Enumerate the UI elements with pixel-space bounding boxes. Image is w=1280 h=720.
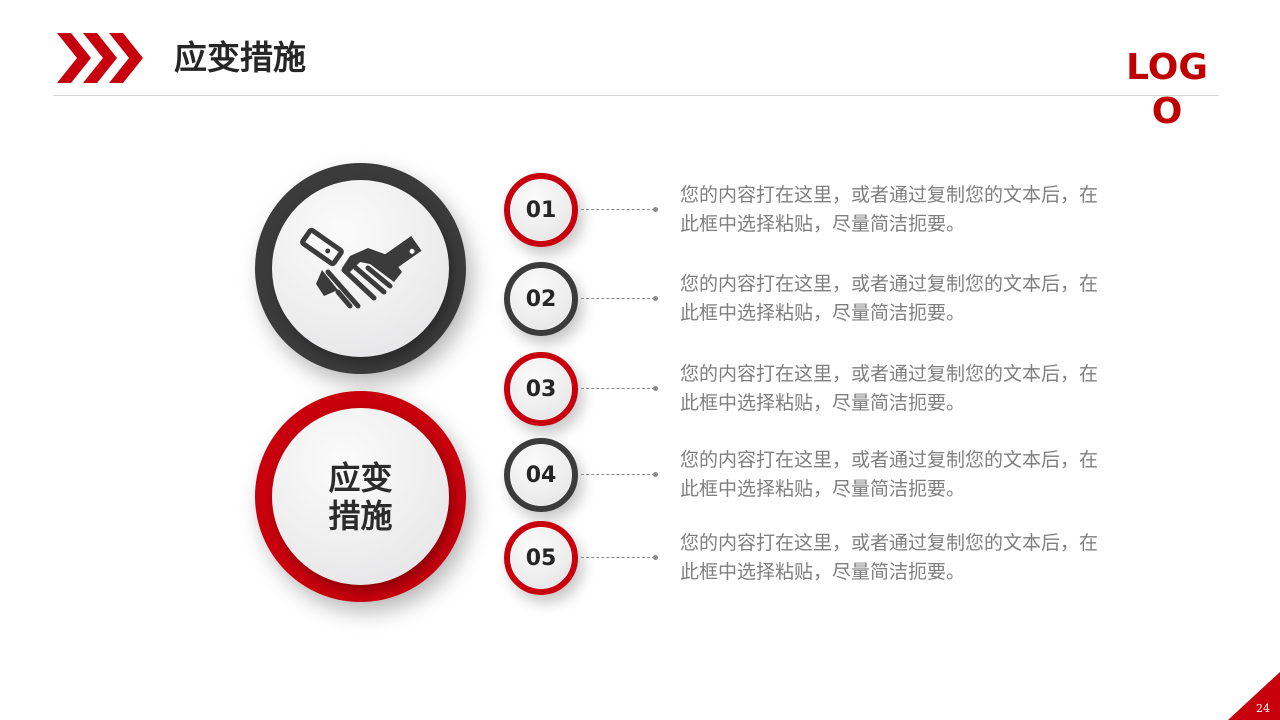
number-badge: 04 <box>504 438 578 512</box>
number-badge: 03 <box>504 352 578 426</box>
item-description: 您的内容打在这里，或者通过复制您的文本后，在此框中选择粘贴，尽量简洁扼要。 <box>680 184 1099 235</box>
connector-dot <box>653 296 658 301</box>
item-description: 您的内容打在这里，或者通过复制您的文本后，在此框中选择粘贴，尽量简洁扼要。 <box>680 273 1099 324</box>
list-item: 04 您的内容打在这里，或者通过复制您的文本后，在此框中选择粘贴，尽量简洁扼要。 <box>504 438 1104 512</box>
item-description: 您的内容打在这里，或者通过复制您的文本后，在此框中选择粘贴，尽量简洁扼要。 <box>680 532 1099 583</box>
number-badge: 02 <box>504 262 578 336</box>
list-item: 03 您的内容打在这里，或者通过复制您的文本后，在此框中选择粘贴，尽量简洁扼要。 <box>504 352 1104 426</box>
page-number: 24 <box>1256 702 1270 715</box>
page-title: 应变措施 <box>174 38 306 77</box>
handshake-icon <box>300 227 422 309</box>
connector-line <box>581 209 655 210</box>
item-description: 您的内容打在这里，或者通过复制您的文本后，在此框中选择粘贴，尽量简洁扼要。 <box>680 363 1099 414</box>
corner-triangle <box>1228 672 1280 720</box>
item-description: 您的内容打在这里，或者通过复制您的文本后，在此框中选择粘贴，尽量简洁扼要。 <box>680 449 1099 500</box>
chevron-arrows-icon <box>57 33 143 83</box>
list-item: 05 您的内容打在这里，或者通过复制您的文本后，在此框中选择粘贴，尽量简洁扼要。 <box>504 521 1104 595</box>
number-badge: 01 <box>504 173 578 247</box>
connector-line <box>581 298 655 299</box>
list-item: 02 您的内容打在这里，或者通过复制您的文本后，在此框中选择粘贴，尽量简洁扼要。 <box>504 262 1104 336</box>
connector-dot <box>653 472 658 477</box>
number-badge: 05 <box>504 521 578 595</box>
connector-dot <box>653 555 658 560</box>
handshake-circle <box>255 163 466 374</box>
connector-line <box>581 557 655 558</box>
topic-label: 应变 措施 <box>272 408 449 585</box>
list-item: 01 您的内容打在这里，或者通过复制您的文本后，在此框中选择粘贴，尽量简洁扼要。 <box>504 173 1104 247</box>
topic-label-line1: 应变 <box>328 458 393 497</box>
connector-line <box>581 474 655 475</box>
header-divider <box>53 95 1219 96</box>
topic-label-line2: 措施 <box>328 496 393 535</box>
logo: LOGO <box>1126 47 1208 132</box>
topic-circle: 应变 措施 <box>255 391 466 602</box>
connector-dot <box>653 207 658 212</box>
handshake-circle-inner <box>272 180 449 357</box>
connector-dot <box>653 386 658 391</box>
topic-circle-inner: 应变 措施 <box>272 408 449 585</box>
connector-line <box>581 388 655 389</box>
